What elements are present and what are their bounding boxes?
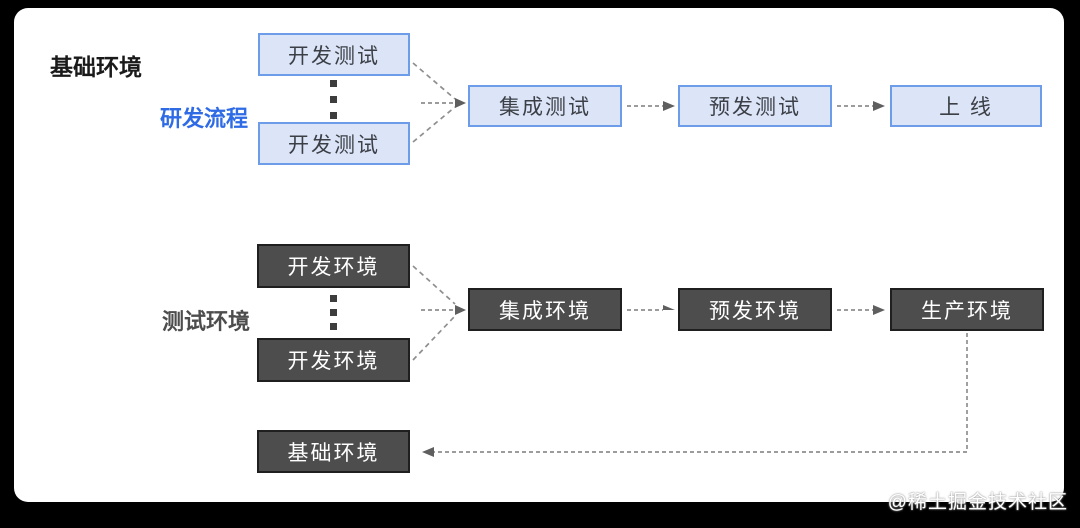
node-production-env: 生产环境 xyxy=(890,288,1044,331)
connector-integration-to-staging-test xyxy=(627,101,675,111)
connector-staging-to-production-env xyxy=(837,305,885,315)
node-dev-test-2: 开发测试 xyxy=(258,122,410,165)
connector-merge-dev-env xyxy=(412,265,466,361)
connector-staging-to-online xyxy=(837,101,885,111)
connector-integration-to-staging-env xyxy=(627,305,675,315)
node-integration-env: 集成环境 xyxy=(468,288,622,331)
node-dev-env-1: 开发环境 xyxy=(257,244,410,288)
node-staging-test: 预发测试 xyxy=(678,85,832,127)
connector-merge-dev-test xyxy=(412,62,466,143)
dev-flow-label: 研发流程 xyxy=(160,106,249,131)
node-dev-test-1: 开发测试 xyxy=(258,33,410,76)
connector-production-to-base-env xyxy=(422,333,968,457)
base-env-title: 基础环境 xyxy=(50,54,142,80)
node-staging-env: 预发环境 xyxy=(678,288,832,331)
test-env-label: 测试环境 xyxy=(162,309,251,334)
connectors-layer xyxy=(330,62,968,457)
watermark: @稀土掘金技术社区 xyxy=(887,492,1068,513)
node-online: 上 线 xyxy=(890,85,1042,127)
node-integration-test: 集成测试 xyxy=(468,85,622,127)
node-dev-env-2: 开发环境 xyxy=(257,338,410,382)
node-base-env: 基础环境 xyxy=(257,430,410,473)
dots-dev-test xyxy=(330,80,337,119)
dots-dev-env xyxy=(330,295,337,330)
diagram-card: 基础环境 研发流程 测试环境 开发测试 开发测试 集成测试 预发测试 上 线 开… xyxy=(14,8,1064,502)
